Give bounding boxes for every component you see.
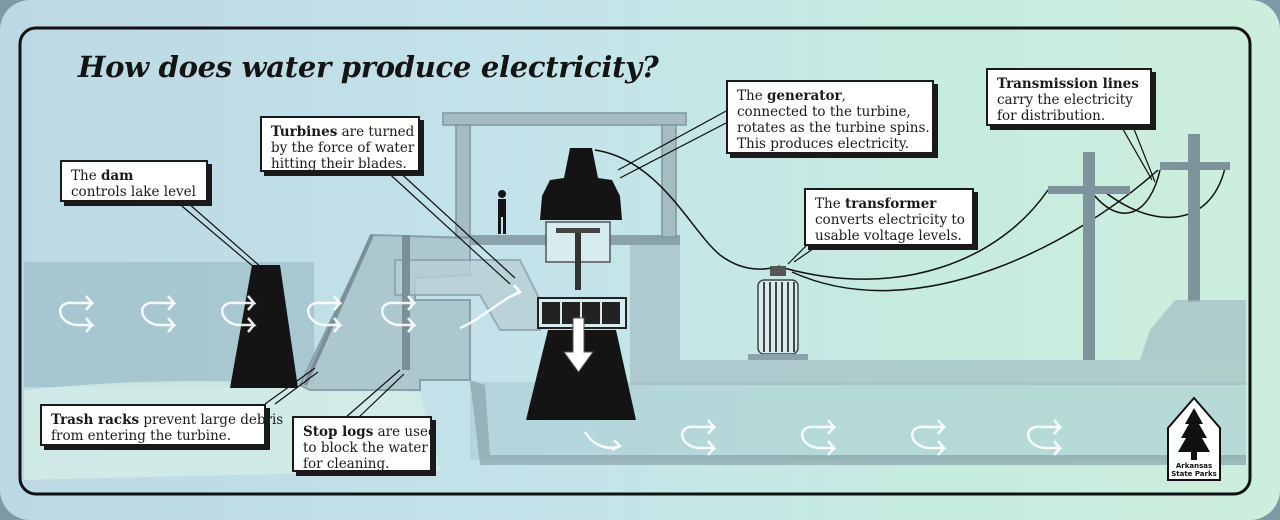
transmission-line2: carry the electricity [997, 92, 1133, 108]
generator-line4: This produces electricity. [737, 136, 910, 152]
flow-arrow-4 [306, 295, 343, 333]
flow-arrows-upstream [58, 284, 523, 333]
turbines-line3: hitting their blades. [271, 156, 407, 172]
flow-arrow-3 [220, 295, 257, 333]
trash-rack [303, 234, 374, 386]
person-figure [498, 190, 506, 234]
stop-logs-post: are used [373, 424, 437, 440]
arkansas-state-parks-logo [1167, 396, 1221, 481]
powerhouse-wall [630, 245, 1246, 385]
turbines-bold: Turbines [271, 124, 338, 140]
dam-pre: The [71, 168, 101, 184]
transformer-bold: transformer [844, 196, 937, 212]
flow-arrow-8 [680, 419, 717, 456]
sign-border [18, 26, 1252, 496]
pointer-lines [169, 109, 1156, 419]
generator-bold: generator [766, 88, 842, 104]
power-wire [594, 149, 781, 270]
crane-column-right [661, 124, 677, 238]
callout-transformer: The transformer converts electricity to … [804, 188, 974, 246]
generator-post: , [841, 88, 846, 104]
trash-racks-line2: from entering the turbine. [51, 428, 232, 444]
intake-structure [298, 233, 471, 391]
dam-line2: controls lake level [71, 184, 196, 200]
transformer-line2: converts electricity to [815, 212, 965, 228]
trash-racks-bold: Trash racks [51, 412, 140, 428]
generator-pre: The [737, 88, 767, 104]
transmission-pole-left [1048, 152, 1130, 360]
generator-line2: connected to the turbine, [737, 104, 911, 120]
stop-logs-bold: Stop logs [303, 424, 374, 440]
transmission-pole-right [1160, 134, 1230, 302]
transformer-line3: usable voltage levels. [815, 228, 962, 244]
transformer [748, 266, 808, 360]
transformer-pre: The [815, 196, 845, 212]
draft-tube [526, 330, 636, 420]
flow-arrow-7 [583, 431, 623, 452]
flow-arrow-11 [1026, 419, 1063, 456]
pine-tree-icon [1178, 408, 1210, 460]
flow-arrow-6 [459, 284, 523, 330]
callout-trash-racks: Trash racks prevent large debris from en… [40, 404, 283, 446]
transmission-line3: for distribution. [997, 108, 1106, 124]
dam-bold: dam [100, 168, 134, 184]
crane-beam [442, 112, 687, 126]
callout-stop-logs: Stop logs are used to block the water fo… [292, 416, 437, 472]
callout-dam: The dam controls lake level [60, 160, 208, 202]
turbines-line2: by the force of water [271, 140, 415, 156]
flow-arrow-1 [58, 295, 95, 333]
generator-line3: rotates as the turbine spins. [737, 120, 930, 136]
turbines-post: are turned [337, 124, 415, 140]
generator [540, 148, 622, 290]
flow-arrows-downstream [583, 419, 1063, 456]
crane-column-left [455, 124, 471, 238]
flow-arrow-10 [910, 419, 947, 456]
flow-arrow-5 [380, 295, 417, 333]
callout-turbines: Turbines are turned by the force of wate… [260, 116, 420, 172]
transmission-bold: Transmission lines [997, 76, 1139, 92]
power-wire-5 [1099, 167, 1226, 219]
flow-arrow-2 [140, 295, 177, 333]
stop-logs-line3: for cleaning. [303, 456, 390, 472]
power-wire-4 [1089, 169, 1161, 214]
flow-arrow-9 [800, 419, 837, 456]
callout-generator: The generator, connected to the turbine,… [726, 80, 934, 154]
page-title: How does water produce electricity? [78, 50, 659, 84]
stop-logs-line2: to block the water [303, 440, 428, 456]
down-flow-arrow [563, 317, 594, 373]
trash-racks-post: prevent large debris [139, 412, 284, 428]
hillside [1140, 300, 1246, 360]
power-wire-2 [783, 189, 1049, 280]
power-wire-3 [791, 169, 1159, 292]
logo-text: Arkansas State Parks [1171, 462, 1217, 478]
dam [230, 265, 298, 388]
callout-transmission-lines: Transmission lines carry the electricity… [986, 68, 1152, 126]
